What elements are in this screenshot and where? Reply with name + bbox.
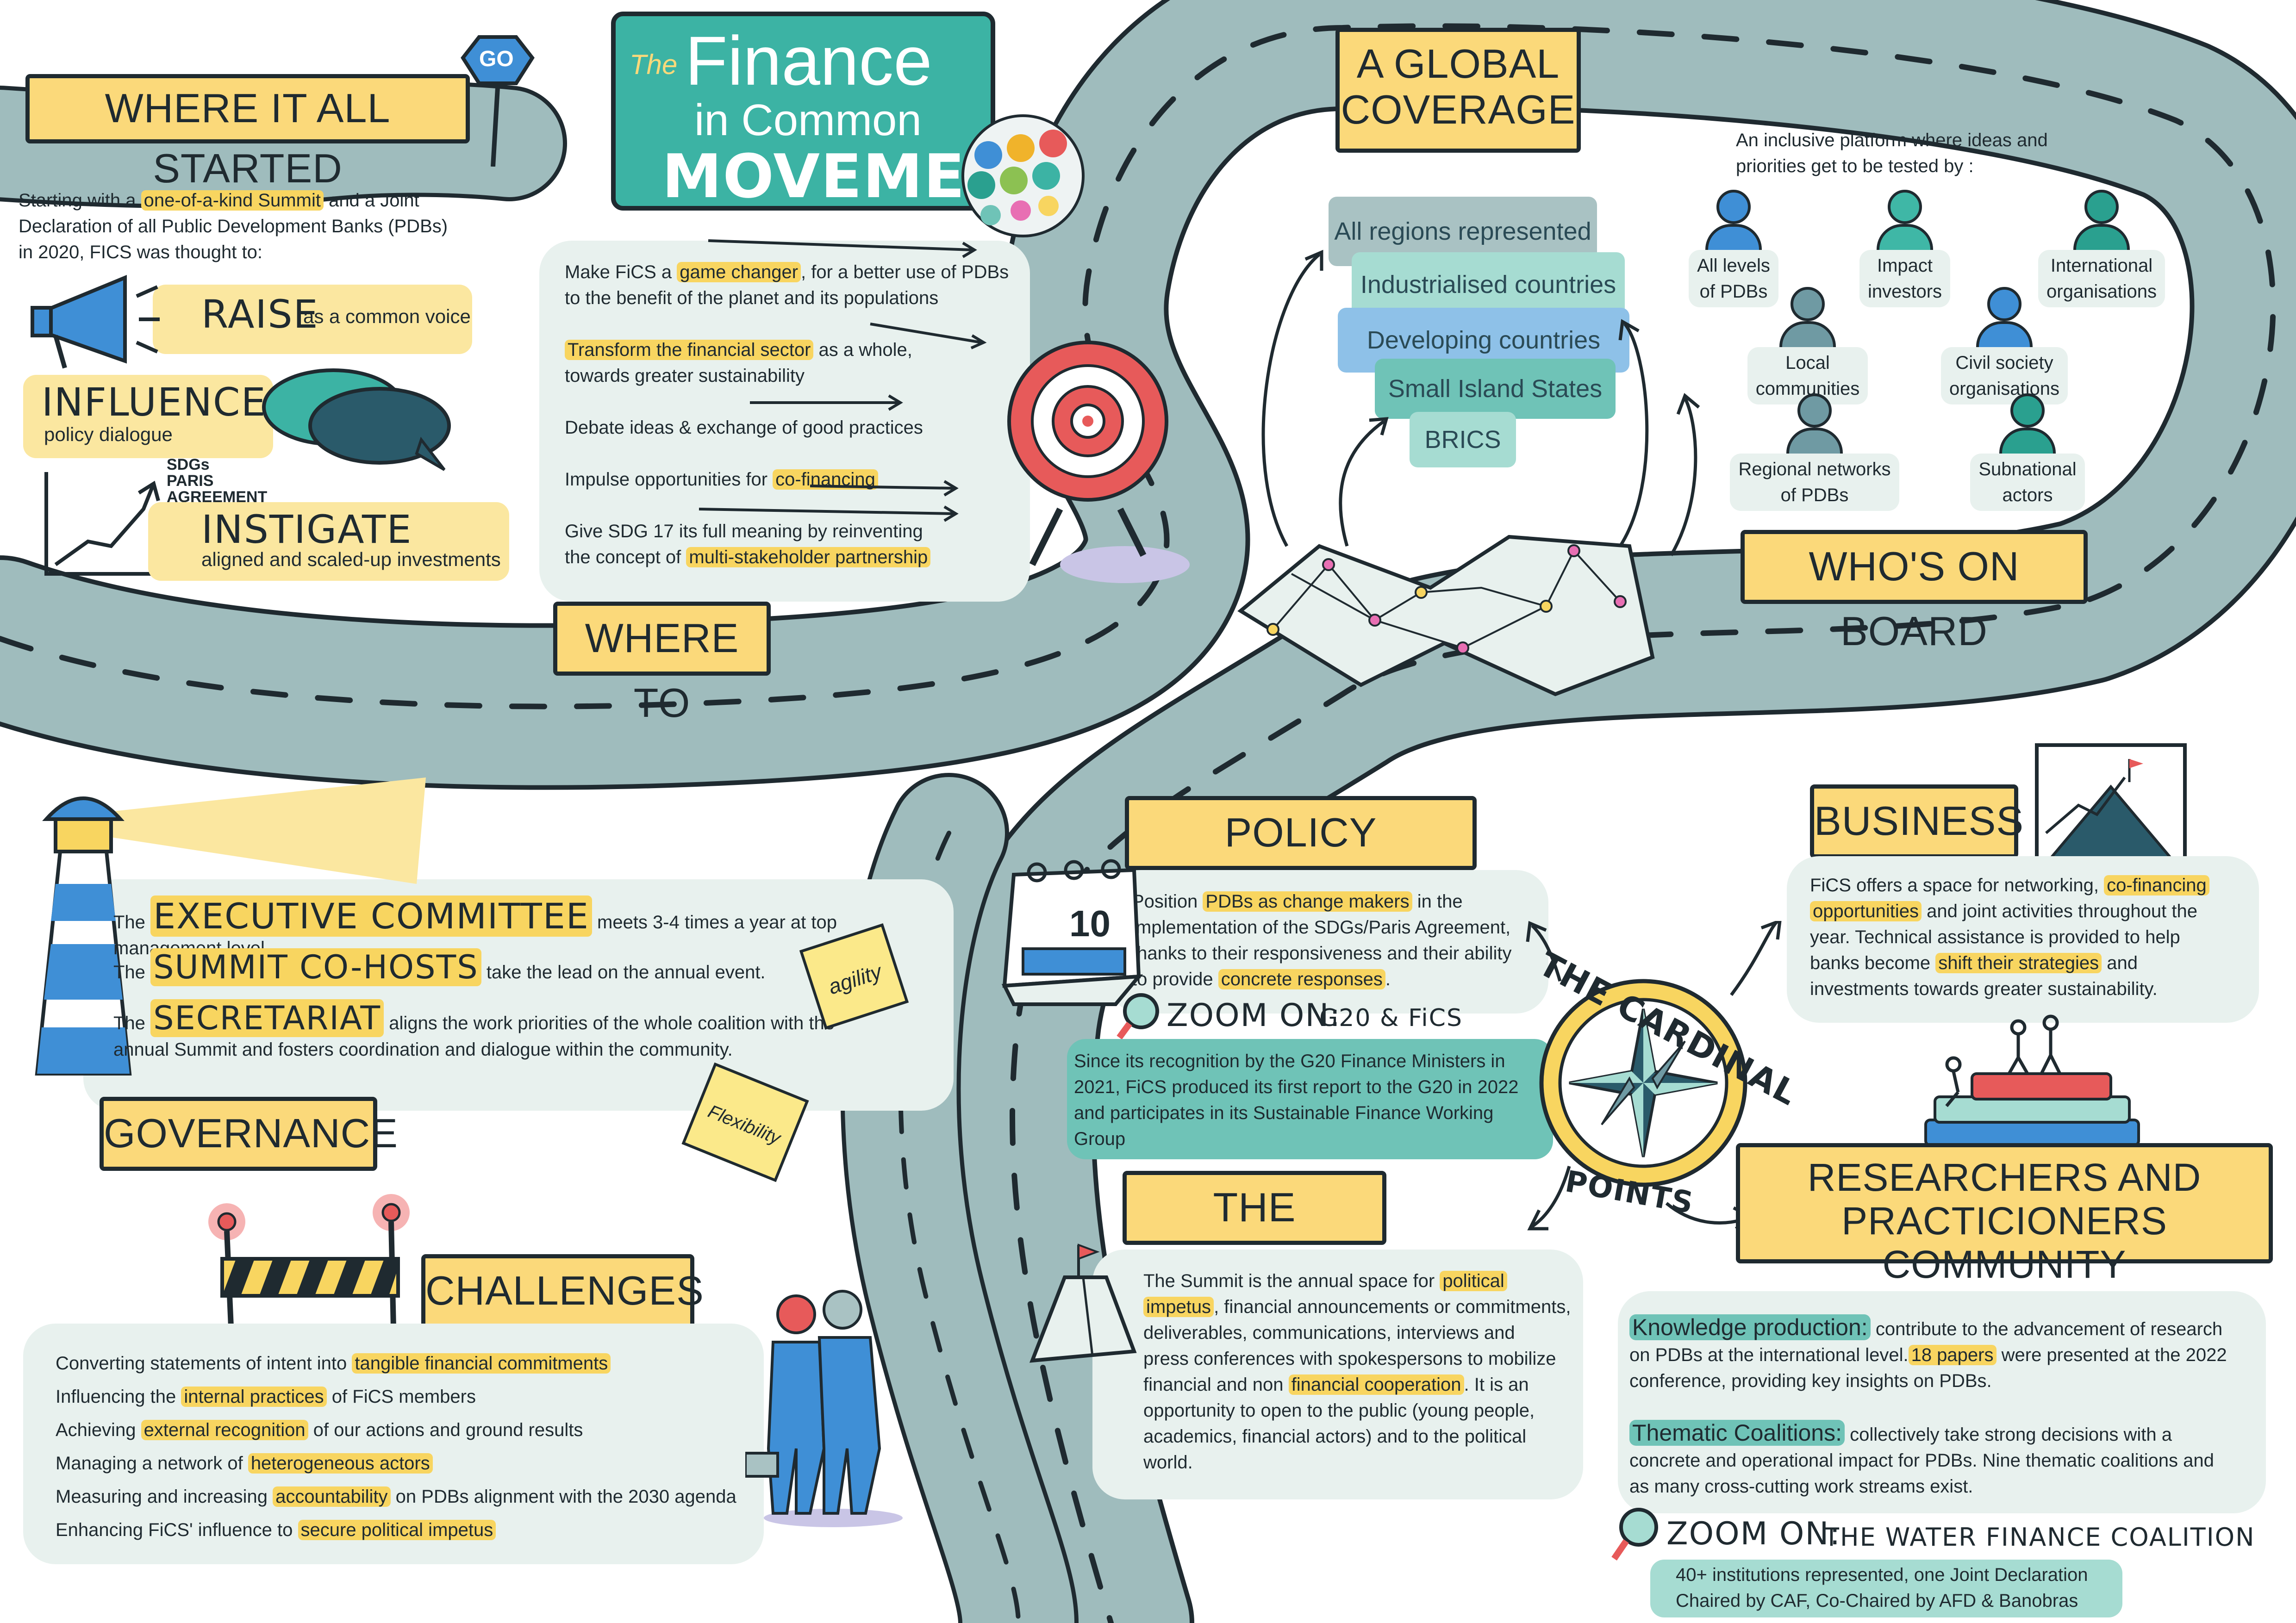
raise-banner [153,285,472,354]
title-finance: Finance [685,22,932,99]
calendar-icon [1001,859,1143,1006]
where-started-intro: Starting with a one-of-a-kind Summit and… [19,190,448,262]
influence-sub: policy dialogue [44,423,173,445]
water-zoom-panel [1650,1560,2122,1617]
researchers-sign: RESEARCHERS AND PRACTICIONERS COMMUNITY [1736,1143,2273,1286]
calendar-day: 10 [1069,903,1111,944]
magnifier-icon [1117,993,1159,1040]
summit-text: The Summit is the annual space for polit… [1143,1271,1571,1473]
title-board: The Finance in Common MOVEMENT [611,12,1058,211]
challenges-sign: CHALLENGES [421,1254,704,1328]
arrows-icon [699,239,987,522]
books-climbers-icon [1924,1014,2140,1147]
compass-icon [1526,921,1782,1231]
instigate-banner [148,502,509,581]
barrier-icon [208,1194,410,1338]
researchers-text: Knowledge production: contribute to the … [1629,1314,2227,1497]
governance-cohosts: The SUMMIT CO-HOSTS take the lead on the… [113,948,766,986]
instigate-label: INSTIGATE [201,507,412,552]
policy-text: Position PDBs as change makers in the im… [1132,891,1512,989]
water-zoom-topic: THE WATER FINANCE COALITION [1824,1523,2255,1552]
raise-label: RAISE [201,292,319,337]
policy-zoom-label: ZOOM ON: [1167,997,1341,1034]
fics-logo-icon [961,114,1085,237]
sdgs-label: SDGs [167,456,210,473]
business-text: FiCS offers a space for networking, co-f… [1810,872,2209,1002]
growth-chart-icon [44,472,176,576]
summit-peak-icon [1029,1244,1137,1363]
water-zoom-label: ZOOM ON: [1666,1516,1841,1552]
lighthouse-icon [35,777,426,1076]
where-to-item: Give SDG 17 its full meaning by reinvent… [565,518,1009,570]
magnifier-icon [1611,1508,1658,1561]
researchers-heading-2: PRACTICIONERS COMMUNITY [1841,1199,2167,1287]
governance-sign: GOVERNANCE [100,1097,398,1171]
person-icon [1791,287,1825,321]
challenge-item: Measuring and increasing accountability … [56,1486,736,1507]
governance-text: The EXECUTIVE COMMITTEE meets 3-4 times … [113,895,947,1063]
person-icon [1987,287,2021,321]
water-zoom-text: 40+ institutions represented, one Joint … [1676,1565,2088,1611]
researchers-heading-1: RESEARCHERS AND [1807,1156,2202,1199]
person-icon [2084,190,2119,224]
where-to-item: Debate ideas & exchange of good practice… [565,417,923,438]
influence-label: INFLUENCE [42,379,267,425]
challenge-item: Managing a network of heterogeneous acto… [56,1447,736,1480]
region-sids: Small Island States [1375,359,1616,419]
challenge-item: Converting statements of intent into tan… [56,1347,736,1380]
person-icon [1716,190,1751,224]
policy-zoom-topic: G20 & FiCS [1319,1004,1463,1032]
instigate-sub: aligned and scaled-up investments [201,548,501,570]
where-to-sign: WHERE TO [553,602,771,726]
policy-zoom-text: Since its recognition by the G20 Finance… [1074,1051,1519,1149]
where-to-panel [539,241,1030,602]
workers-icon [745,1290,903,1527]
go-sign-icon [461,35,535,167]
policy-dialogue-sign: POLICY DIALOGUE [1125,796,1477,920]
global-heading-1: A GLOBAL [1356,41,1560,87]
region-industrialised: Industrialised countries [1352,252,1625,317]
global-coverage-sign: A GLOBAL COVERAGE [1335,28,1581,153]
target-icon [1007,341,1190,583]
mountain-flag-icon [2034,743,2188,877]
map-arrows-icon [1237,249,1700,696]
title-the: The [630,49,678,80]
whos-on-board-sign: WHO'S ON BOARD [1741,530,2088,654]
where-to-item: Make FiCS a game changer, for a better u… [565,262,1009,308]
person-icon [1888,190,1922,224]
challenges-list: Converting statements of intent into tan… [56,1347,736,1547]
challenge-item: Influencing the internal practices of Fi… [56,1387,476,1407]
where-started-sign: WHERE IT ALL STARTED [25,74,470,191]
governance-exec: The EXECUTIVE COMMITTEE meets 3-4 times … [113,895,837,958]
paris-label: PARIS [167,472,214,490]
where-to-list: Make FiCS a game changer, for a better u… [565,259,1009,570]
go-sign-label: GO [479,47,514,71]
business-sign: BUSINESS [1810,784,2023,858]
influence-banner [23,375,273,458]
person-icon [2010,393,2045,428]
policy-zoom-panel [1067,1039,1553,1159]
region-brics: BRICS [1410,412,1516,467]
challenge-item: Achieving external recognition of our ac… [56,1420,583,1440]
board-intro: An inclusive platform where ideas and pr… [1736,130,2048,176]
title-in-common: in Common [694,95,922,145]
governance-secretariat: The SECRETARIAT aligns the work prioriti… [113,999,835,1060]
megaphone-icon [31,275,160,369]
summit-sign: THE SUMMIT [1123,1171,1386,1295]
person-icon [1797,393,1832,428]
challenge-item: Enhancing FiCS' influence to secure poli… [56,1513,736,1547]
speech-bubbles-icon [262,368,451,471]
global-heading-2: COVERAGE [1341,86,1576,132]
raise-sub: as a common voice [303,305,471,327]
where-to-item: Transform the financial sector as a whol… [565,340,912,386]
